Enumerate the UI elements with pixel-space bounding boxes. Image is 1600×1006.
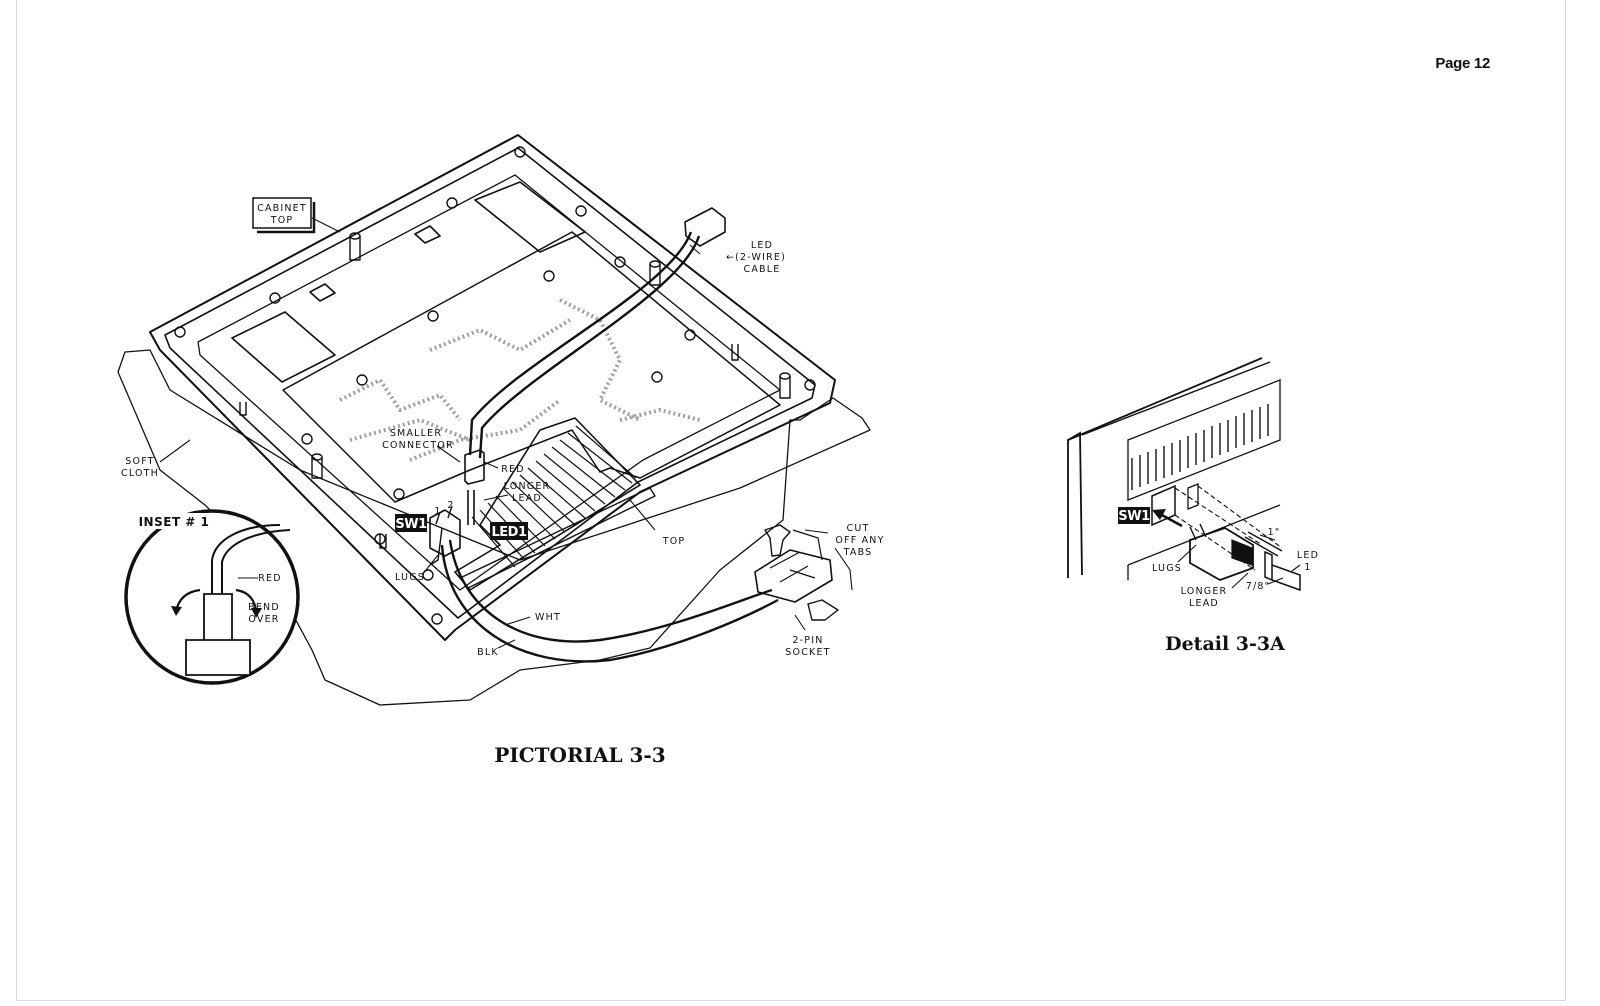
pin-2-label: 2: [447, 500, 454, 511]
inset-1-red-label: RED: [258, 573, 282, 584]
blk-wire: [440, 544, 779, 663]
two-pin-socket: [754, 549, 833, 603]
detail-3-3a-drawing: [1067, 357, 1301, 592]
inset-1-title: INSET # 1: [139, 515, 210, 529]
pictorial-leader-lines: [159, 217, 853, 649]
inset-1-bend-label-2: OVER: [248, 614, 279, 625]
inset-1-connector: [185, 593, 251, 676]
led1-pins: [467, 490, 475, 525]
detail-sw1-lugs: [1189, 523, 1207, 541]
opening-right: [474, 181, 586, 253]
smaller-connector-label-2: CONNECTOR: [382, 440, 454, 451]
socket-detail: [769, 551, 816, 583]
heatsink-fins: [471, 425, 637, 568]
led-cable-label-1: LED: [751, 240, 773, 251]
board-traces: [339, 298, 701, 462]
detail-longer-lead-label-1: LONGER: [1181, 586, 1228, 597]
led-cable-plug: [684, 207, 726, 247]
socket-tab-lower: [807, 599, 839, 621]
detail-cabinet-outline: [1067, 357, 1263, 578]
wht-wire: [448, 539, 773, 643]
socket-tab-bracket: [792, 529, 823, 561]
led-cable-label-2: ←(2-WIRE): [726, 252, 786, 263]
led-cable-wire-b: [478, 235, 701, 459]
screws: [174, 146, 816, 625]
detail-longer-lead-label-2: LEAD: [1189, 598, 1219, 609]
detail-led-leads: [1244, 531, 1283, 557]
detail-led-body: [1264, 550, 1301, 592]
top-label: TOP: [662, 536, 686, 547]
heatsink-area: [454, 417, 641, 591]
detail-arrow-shaft: [1159, 512, 1183, 528]
detail-leader-lines: [1177, 534, 1301, 589]
circuit-board: [282, 231, 781, 503]
sw1-tag: [395, 514, 427, 532]
led1-tag-label: LED1: [491, 525, 526, 540]
longer-lead-label-2: LEAD: [512, 493, 542, 504]
lugs-label: LUGS: [395, 572, 425, 583]
cabinet-top-front-face: [149, 331, 456, 641]
detail-sw1-tag: [1118, 507, 1150, 524]
detail-led-label-1: LED: [1297, 550, 1319, 561]
soft-cloth-label-1: SOFT: [125, 456, 154, 467]
pin-1-label: 1: [434, 506, 441, 517]
slot-2: [414, 225, 441, 244]
smaller-connector-label-1: SMALLER: [390, 428, 442, 439]
pictorial-3-3-drawing: [117, 134, 871, 706]
detail-sw1-body: [1189, 527, 1254, 581]
wht-label: WHT: [535, 612, 561, 623]
detail-lugs-label: LUGS: [1152, 563, 1182, 574]
detail-caption: Detail 3-3A: [1165, 633, 1285, 655]
detail-cabinet-rim: [1081, 361, 1271, 436]
two-pin-socket-label-2: SOCKET: [785, 647, 830, 658]
led1-tag: [490, 522, 528, 540]
page-sheet: [16, 0, 1566, 1001]
detail-sw1-tag-label: SW1: [1118, 509, 1150, 524]
cabinet-top-label-2: TOP: [270, 215, 294, 226]
pictorial-caption: PICTORIAL 3-3: [494, 743, 665, 767]
cabinet-top-label-1: CABINET: [257, 203, 307, 214]
detail-vent-panel: [1127, 379, 1281, 501]
cabinet-tray: [197, 174, 781, 591]
sw1-lugs: [429, 505, 453, 566]
cut-off-tabs-label-1: CUT: [847, 523, 870, 534]
cabinet-top-label-box: [252, 197, 312, 229]
smaller-connector-body: [464, 449, 485, 485]
led-cable-label-3: CABLE: [744, 264, 781, 275]
detail-seven-eighths-label: 7/8": [1246, 581, 1270, 592]
longer-lead-label-1: LONGER: [504, 481, 551, 492]
detail-one-inch-label: 1": [1268, 527, 1281, 538]
soft-cloth-label-2: CLOTH: [121, 468, 159, 479]
red-wire-label: RED: [501, 464, 525, 475]
socket-tab-upper: [764, 524, 791, 557]
opening-left: [231, 311, 336, 383]
slot-1: [309, 283, 336, 302]
cut-off-tabs-label-3: TABS: [843, 547, 873, 558]
mounting-posts: [239, 232, 791, 549]
inset-1-wires: [211, 524, 291, 594]
sw1-tag-label: SW1: [395, 517, 427, 532]
page-number: Page 12: [1435, 55, 1490, 72]
sw1-switch-body: [429, 509, 461, 557]
led-cable-wire-a: [468, 231, 693, 456]
inset-1-bend-label-1: BEND: [248, 602, 280, 613]
inset-1: INSET # 1 RED BEND OVER: [124, 509, 300, 685]
detail-led-label-2: 1: [1304, 562, 1311, 573]
cabinet-top-inner-rim: [164, 147, 816, 619]
detail-led-slot: [1187, 483, 1199, 510]
blk-label: BLK: [477, 647, 499, 658]
cut-off-tabs-label-2: OFF ANY: [835, 535, 884, 546]
two-pin-socket-label-1: 2-PIN: [792, 635, 823, 646]
detail-vent-slots: [1131, 404, 1269, 490]
detail-sw1-rocker: [1231, 539, 1253, 566]
